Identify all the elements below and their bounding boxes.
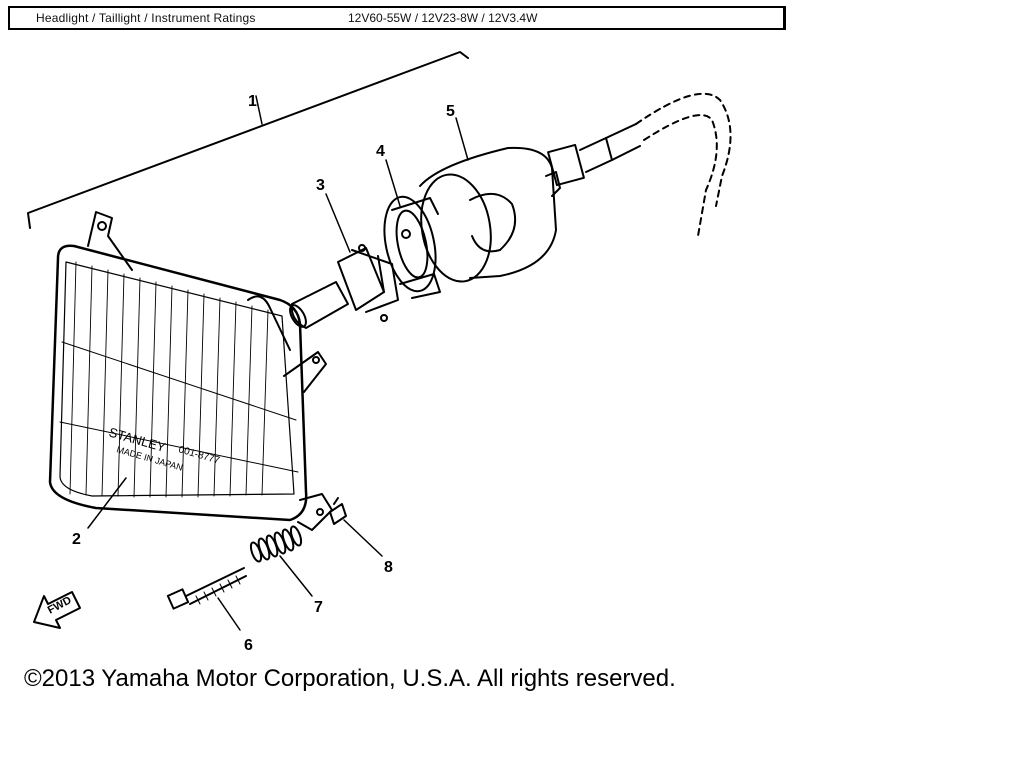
- fwd-arrow-icon: [33, 591, 81, 629]
- leader-lines: [87, 117, 469, 631]
- socket-cover: [419, 146, 561, 283]
- copyright-notice: ©2013 Yamaha Motor Corporation, U.S.A. A…: [24, 665, 676, 692]
- headlight-unit: [48, 211, 333, 531]
- callout-4: 4: [376, 143, 385, 160]
- assembly-bracket: [27, 51, 469, 229]
- ratings-values: 12V60-55W / 12V23-8W / 12V3.4W: [348, 11, 538, 25]
- ratings-header: Headlight / Taillight / Instrument Ratin…: [8, 6, 786, 30]
- callout-5: 5: [446, 103, 455, 120]
- adjuster-spring: [249, 525, 303, 563]
- callout-3: 3: [316, 177, 325, 194]
- headlight-diagram: STANLEY 001-8777 MADE IN JAPAN FWD 1 2 3…: [27, 51, 732, 654]
- retaining-ring: [383, 195, 441, 299]
- callout-6: 6: [244, 637, 253, 654]
- wiring-harness: [547, 92, 732, 237]
- callout-2: 2: [72, 531, 81, 548]
- callout-7: 7: [314, 599, 323, 616]
- adjusting-screw: [166, 567, 247, 610]
- adjuster-clip: [329, 497, 347, 525]
- callout-8: 8: [384, 559, 393, 576]
- ratings-title: Headlight / Taillight / Instrument Ratin…: [36, 11, 256, 25]
- callout-1: 1: [248, 93, 257, 110]
- bulb: [289, 244, 399, 329]
